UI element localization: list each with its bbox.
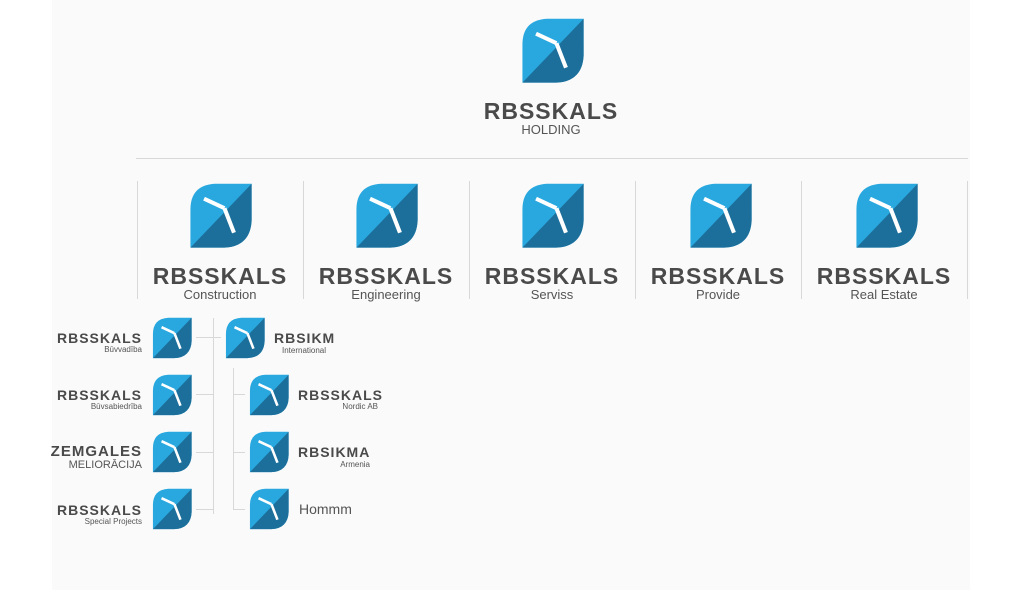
subsidiary-brand: RBSSKALS [56,330,142,346]
subsidiary-connector [196,394,213,395]
org-chart-canvas [52,0,970,590]
rbsskals-leaf-icon [225,317,265,359]
subsidiary-connector [213,318,214,514]
rbsskals-leaf-icon [356,183,418,248]
subsidiary-connector [233,368,234,509]
subsidiary-connector [196,337,213,338]
subsidiary-label: Armenia [340,460,370,469]
subsidiary-brand: RBSSKALS [298,387,384,403]
division-label: Engineering [351,287,421,302]
division-brand: RBSSKALS [318,263,454,289]
division-separator [967,181,968,299]
division-label: Real Estate [850,287,918,302]
subsidiary-connector [233,509,245,510]
rbsskals-leaf-icon [522,18,584,83]
rbsskals-leaf-icon [522,183,584,248]
subsidiary-brand: ZEMGALES [50,443,142,460]
subsidiary-brand: RBSIKM [274,330,336,346]
rbsskals-leaf-icon [152,488,192,530]
subsidiary-brand: RBSIKMA [298,444,371,460]
holding-divider [136,158,968,159]
rbsskals-leaf-icon [249,374,289,416]
rbsskals-leaf-icon [690,183,752,248]
division-separator [137,181,138,299]
subsidiary-label: Būvvadība [104,345,142,354]
rbsskals-leaf-icon [152,374,192,416]
rbsskals-leaf-icon [152,431,192,473]
holding-label: HOLDING [521,122,581,137]
division-separator [303,181,304,299]
rbsskals-leaf-icon [152,317,192,359]
subsidiary-label: Būvsabiedrība [90,402,142,411]
division-brand: RBSSKALS [650,263,786,289]
subsidiary-label: Hommm [299,501,352,517]
subsidiary-label: MELIORĀCIJA [68,459,142,471]
subsidiary-connector [233,452,245,453]
rbsskals-leaf-icon [249,488,289,530]
division-label: Construction [183,287,257,302]
subsidiary-brand: RBSSKALS [56,502,142,518]
rbsskals-leaf-icon [190,183,252,248]
subsidiary-label: Special Projects [84,517,142,526]
subsidiary-connector [196,509,213,510]
division-brand: RBSSKALS [484,263,620,289]
holding-brand: RBSSKALS [483,98,619,124]
subsidiary-label: Nordic AB [342,402,378,411]
subsidiary-brand: RBSSKALS [56,387,142,403]
division-separator [635,181,636,299]
division-brand: RBSSKALS [152,263,288,289]
division-label: Provide [695,287,741,302]
subsidiary-connector [196,452,213,453]
division-brand: RBSSKALS [816,263,952,289]
division-separator [469,181,470,299]
subsidiary-connector [233,394,245,395]
subsidiary-connector [213,337,221,338]
rbsskals-leaf-icon [249,431,289,473]
subsidiary-label: International [282,346,327,355]
rbsskals-leaf-icon [856,183,918,248]
division-label: Serviss [530,287,574,302]
division-separator [801,181,802,299]
